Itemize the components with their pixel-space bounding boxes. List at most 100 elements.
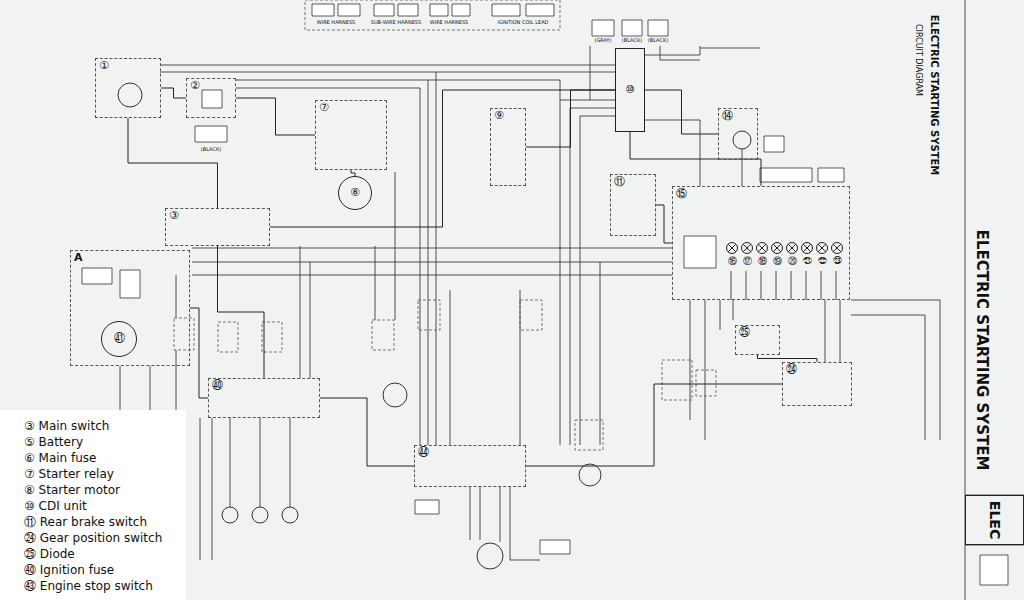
key-entry: ⑦ Starter relay: [24, 466, 182, 482]
sensor-symbol: [733, 131, 751, 149]
harness-name: WIRE HARNESS: [316, 20, 357, 26]
callout-number: ⑲: [773, 256, 782, 266]
wire-bundle: [120, 0, 1024, 600]
rectifier-box: ②: [186, 78, 236, 118]
lamp-symbol: [755, 241, 769, 255]
section-heading: ELECTRIC STARTING SYSTEM: [929, 14, 940, 177]
callout-number: ㊶: [114, 333, 125, 345]
key-entry: ⑪ Rear brake switch: [24, 514, 182, 530]
lamp-cross: [728, 244, 736, 252]
key-entry: ㊸ Engine stop switch: [24, 578, 182, 594]
generator-symbol: [118, 83, 142, 107]
callout-number: ㊵: [211, 380, 224, 392]
indicator-lamp: ⑰: [740, 241, 754, 271]
callout-number: ⑩: [625, 84, 635, 96]
callout-number: ⑱: [758, 256, 767, 266]
lamp-cross: [788, 244, 796, 252]
connector-color: (GRAY): [593, 38, 612, 44]
lamp-symbol: [282, 507, 298, 523]
indicator-lamp: ⑱: [755, 241, 769, 271]
callout-number: ⑪: [613, 176, 626, 188]
section-tab: ELEC: [965, 495, 1024, 545]
harness-name: SUB-WIRE HARNESS: [370, 20, 422, 26]
lamp-symbol: [830, 241, 844, 255]
coupler-box: ㊹: [414, 445, 526, 487]
wire-connector: [656, 205, 672, 243]
meter-assembly: ⑯⑰⑱⑲⑳㉑㉒㉓ ⑮: [672, 186, 850, 300]
lamp-symbol: [800, 241, 814, 255]
indicator-lamp: ㉑: [800, 241, 814, 271]
callout-key: ③ Main switch⑤ Battery⑥ Main fuse⑦ Start…: [0, 410, 186, 600]
lamp-cross: [833, 244, 841, 252]
connector-color: (BLACK): [647, 38, 669, 44]
lamp-ring: [802, 243, 813, 254]
lamp-ring: [727, 243, 738, 254]
generator-box: ①: [95, 58, 161, 118]
lamp-symbol: [252, 507, 268, 523]
harness-name: WIRE HARNESS: [429, 20, 470, 26]
key-entry: ⑩ CDI unit: [24, 498, 182, 514]
lamp-cross: [803, 244, 811, 252]
lamp-symbol: [725, 241, 739, 255]
connector-color: (BLACK): [200, 147, 222, 153]
lamp-symbol: [740, 241, 754, 255]
motor-symbol: [477, 543, 503, 569]
lamp-symbol: [770, 241, 784, 255]
callout-number: ⑳: [788, 256, 797, 266]
key-entry: ⑧ Starter motor: [24, 482, 182, 498]
callout-number: ㉕: [738, 327, 751, 339]
switch-box: ⑨: [490, 108, 526, 186]
key-entry: ③ Main switch: [24, 418, 182, 434]
lamp-cross: [758, 244, 766, 252]
wire-connector: [190, 308, 208, 398]
callout-number: ②: [189, 80, 201, 92]
motor-circle: ㊶: [101, 321, 137, 357]
callout-number: ㉑: [803, 256, 812, 266]
fuse-box: ㊵: [208, 378, 320, 418]
callout-number: ⑭: [721, 110, 734, 122]
wire-connector: [758, 355, 818, 362]
harness-name: IGNITION COIL LEAD: [497, 20, 550, 26]
key-entry: ㊵ Ignition fuse: [24, 562, 182, 578]
starter-motor: ⑧: [338, 176, 372, 210]
wire-connector: [270, 90, 615, 227]
lamp-cross: [773, 244, 781, 252]
wire-connector: [526, 384, 782, 466]
lamp-ring: [817, 243, 828, 254]
connector-color: (BLACK): [621, 38, 643, 44]
lamp-cross: [743, 244, 751, 252]
indicator-lamp: ㉓: [830, 241, 844, 271]
variant-panel: ㊶A: [70, 250, 190, 366]
lamp-ring: [742, 243, 753, 254]
callout-number: ㉓: [833, 256, 842, 266]
wire-connector: [161, 88, 186, 98]
wire-connector: [128, 118, 218, 208]
indicator-lamp: ⑲: [770, 241, 784, 271]
wire-connector: [526, 90, 615, 147]
indicator-lamp: ㉒: [815, 241, 829, 271]
callout-number: A: [73, 252, 84, 264]
callout-number: ①: [98, 60, 110, 72]
callout-number: ㉔: [785, 364, 798, 376]
indicator-lamp: ⑯: [725, 241, 739, 271]
lamp-ring: [772, 243, 783, 254]
wire-connector: [320, 398, 414, 466]
circuit-symbols: [118, 83, 751, 569]
indicator-lamp: ⑳: [785, 241, 799, 271]
key-entry: ⑥ Main fuse: [24, 450, 182, 466]
callout-number: ⑰: [743, 256, 752, 266]
lamp-symbol: [785, 241, 799, 255]
callout-number: ⑨: [493, 110, 505, 122]
callout-number: ⑮: [675, 188, 688, 200]
connector-coupler: [82, 4, 1008, 585]
lamp-ring: [832, 243, 843, 254]
callout-number: ⑦: [318, 102, 330, 114]
lamp-symbol: [815, 241, 829, 255]
callout-number: ㊹: [417, 447, 430, 459]
wire-connector: [630, 132, 761, 186]
wire-connector: [645, 90, 718, 134]
lamp-ring: [787, 243, 798, 254]
lamp-symbol: [222, 507, 238, 523]
cdi-unit: ⑩: [615, 48, 645, 132]
